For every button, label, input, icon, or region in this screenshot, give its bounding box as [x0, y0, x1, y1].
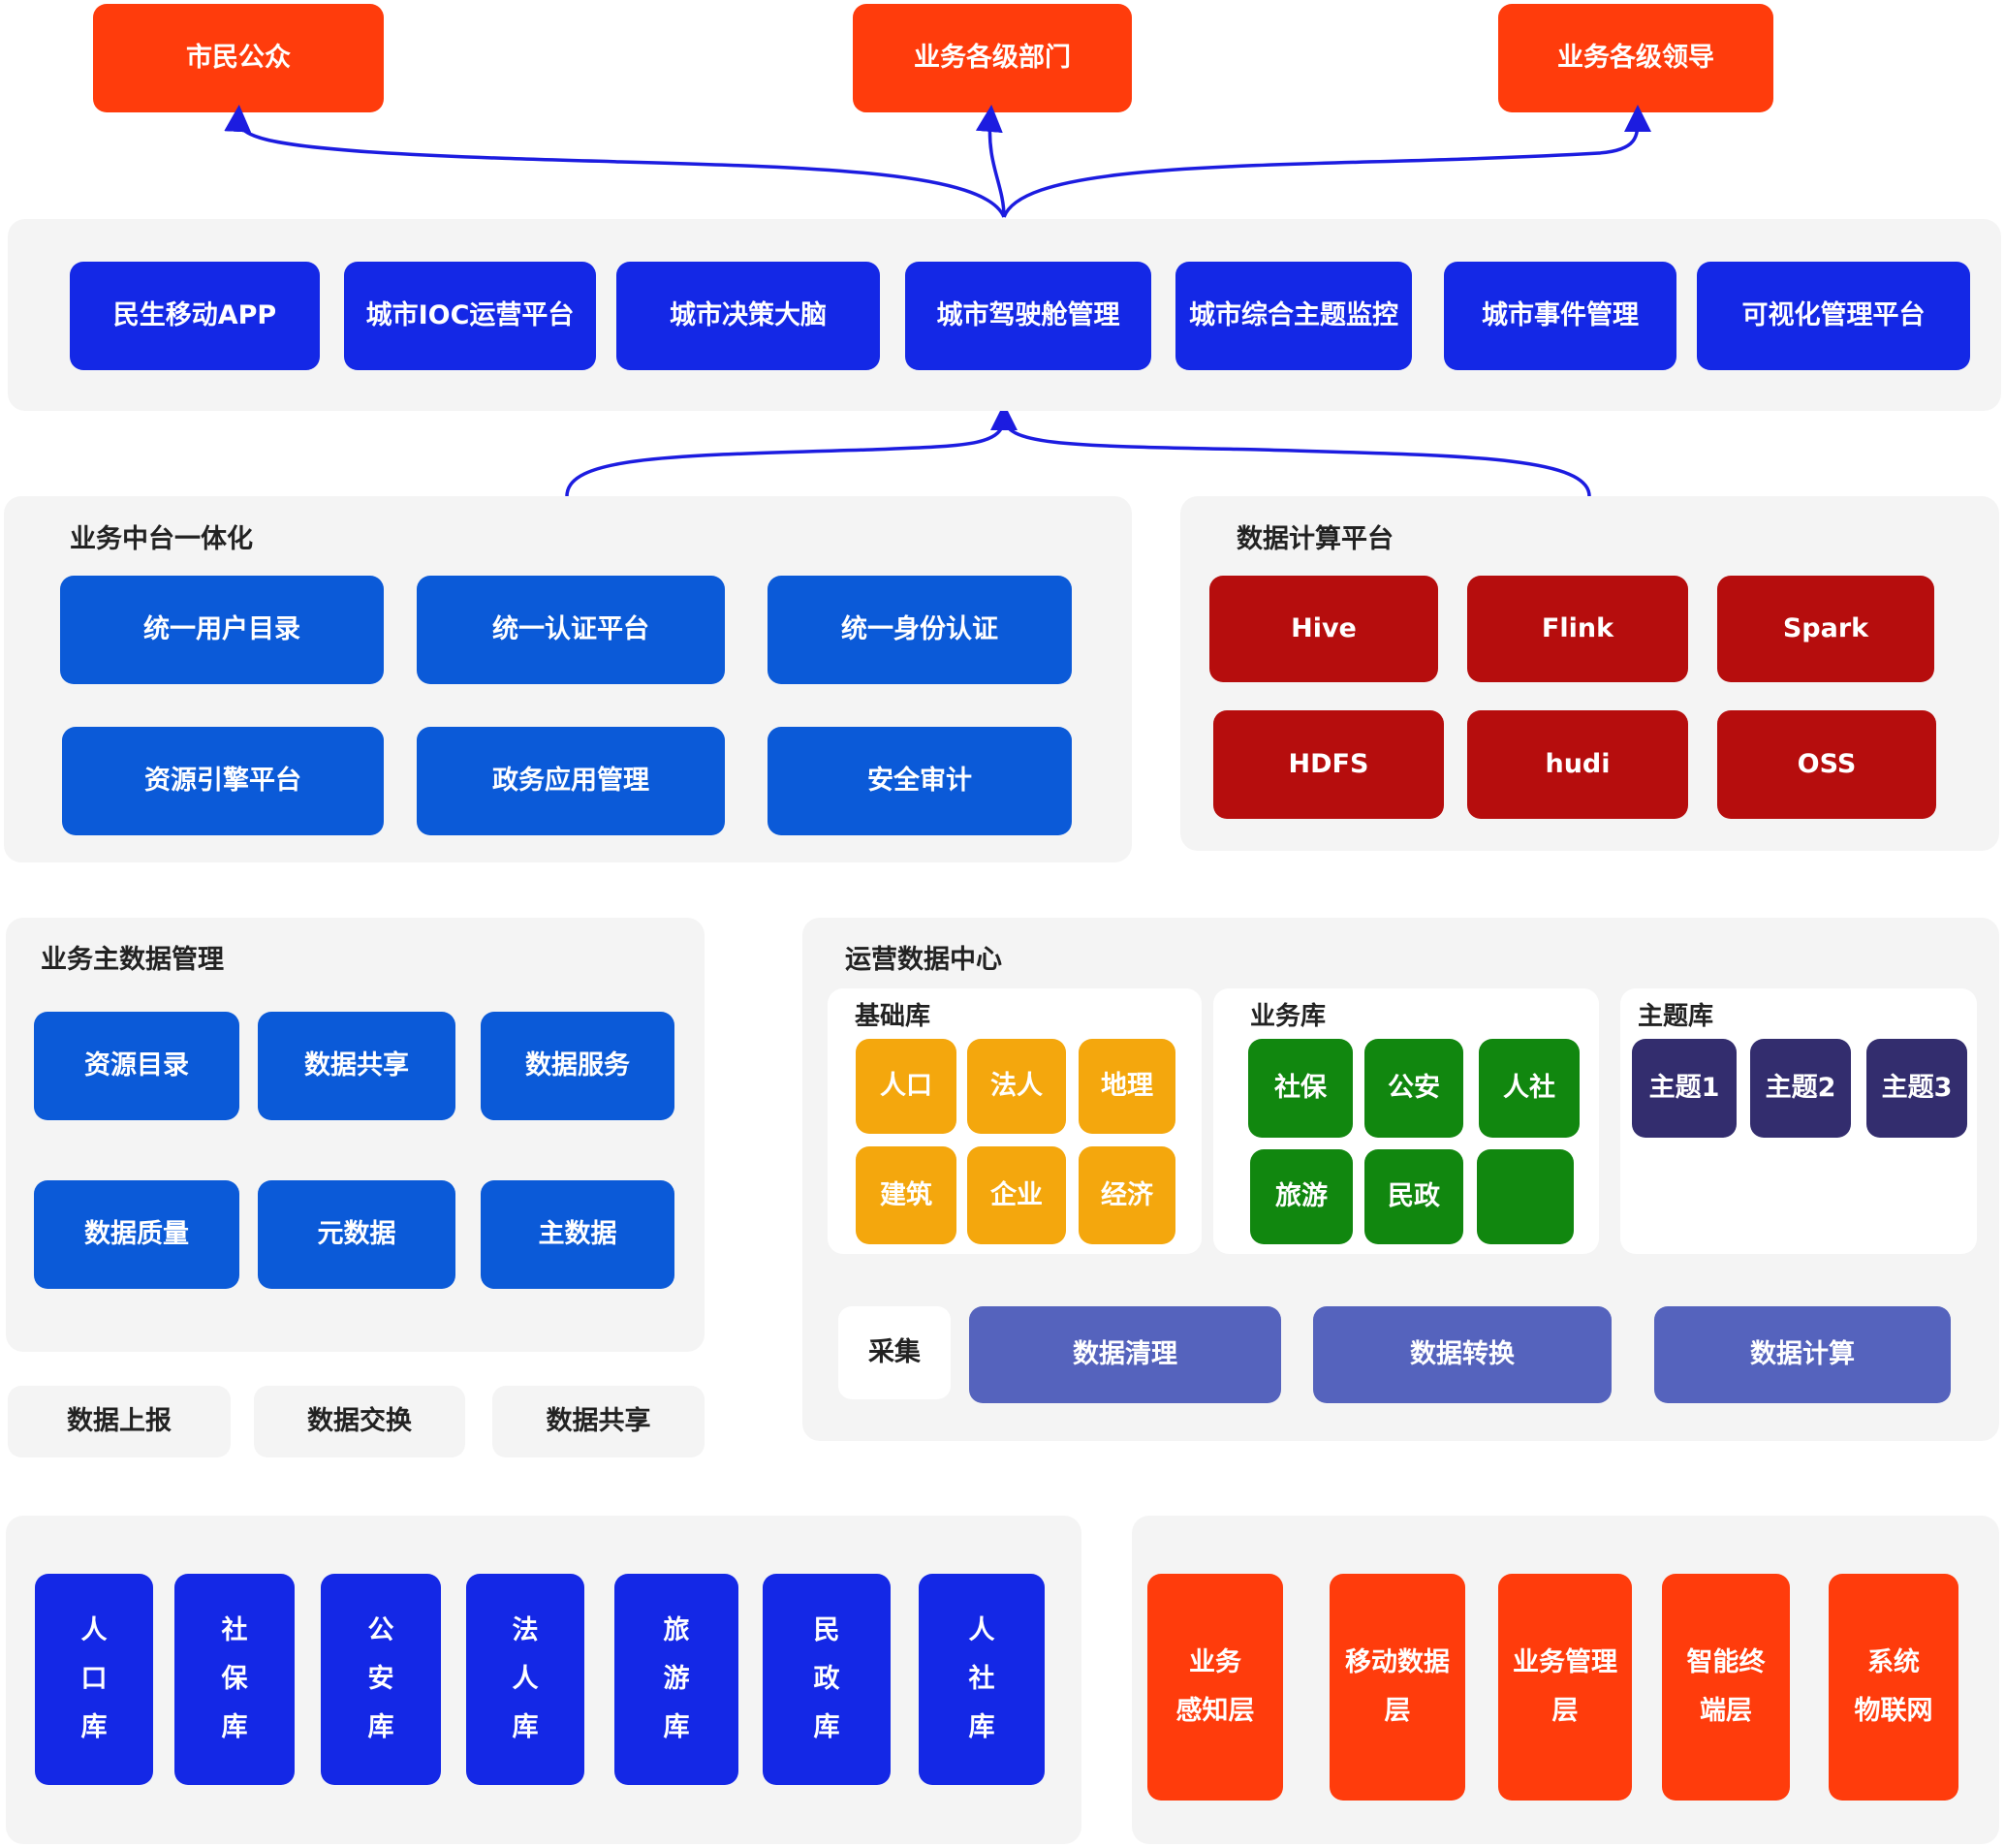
biz-empty-slot[interactable] [1477, 1149, 1574, 1244]
compute-hudi[interactable]: hudi [1467, 710, 1688, 819]
bp-resource-engine[interactable]: 资源引擎平台 [62, 727, 384, 835]
db-public-security[interactable]: 公 安 库 [321, 1574, 441, 1785]
user-citizens[interactable]: 市民公众 [93, 4, 384, 112]
base-legal-person[interactable]: 法人 [967, 1039, 1066, 1134]
layer-smart-terminal[interactable]: 智能终 端层 [1662, 1574, 1790, 1801]
pipeline-clean[interactable]: 数据清理 [969, 1306, 1281, 1403]
md-master-data[interactable]: 主数据 [481, 1180, 674, 1289]
biz-civil-affairs[interactable]: 民政 [1364, 1149, 1463, 1244]
db-civil-affairs[interactable]: 民 政 库 [763, 1574, 891, 1785]
arrow-to-citizens [224, 105, 1006, 218]
bp-unified-identity-auth[interactable]: 统一身份认证 [768, 576, 1072, 684]
biz-human-resources[interactable]: 人社 [1479, 1039, 1580, 1138]
md-resource-catalog[interactable]: 资源目录 [34, 1012, 239, 1120]
md-metadata[interactable]: 元数据 [258, 1180, 455, 1289]
user-departments[interactable]: 业务各级部门 [853, 4, 1132, 112]
db-population[interactable]: 人 口 库 [35, 1574, 153, 1785]
layer-system-iot[interactable]: 系统 物联网 [1829, 1574, 1958, 1801]
app-visualization-platform[interactable]: 可视化管理平台 [1697, 262, 1970, 370]
layer-business-perception[interactable]: 业务 感知层 [1147, 1574, 1283, 1801]
pipeline-collect[interactable]: 采集 [838, 1306, 951, 1399]
app-event-management[interactable]: 城市事件管理 [1444, 262, 1676, 370]
db-legal-person[interactable]: 法 人 库 [466, 1574, 584, 1785]
compute-hdfs[interactable]: HDFS [1213, 710, 1444, 819]
base-building[interactable]: 建筑 [856, 1146, 956, 1244]
exchange-share[interactable]: 数据共享 [492, 1386, 705, 1457]
theme-library-title: 主题库 [1638, 1002, 1714, 1031]
db-social-security[interactable]: 社 保 库 [174, 1574, 295, 1785]
business-platform-title: 业务中台一体化 [70, 524, 253, 554]
db-tourism[interactable]: 旅 游 库 [614, 1574, 738, 1785]
compute-platform-title: 数据计算平台 [1237, 524, 1394, 554]
theme-1[interactable]: 主题1 [1632, 1039, 1737, 1138]
app-cockpit-management[interactable]: 城市驾驶舱管理 [905, 262, 1151, 370]
exchange-report[interactable]: 数据上报 [8, 1386, 231, 1457]
arrow-to-departments [975, 105, 1006, 218]
master-data-title: 业务主数据管理 [41, 945, 224, 975]
arrow-from-compute-platform [1002, 416, 1591, 497]
business-library-title: 业务库 [1250, 1002, 1327, 1031]
compute-hive[interactable]: Hive [1209, 576, 1438, 682]
theme-3[interactable]: 主题3 [1866, 1039, 1967, 1138]
app-decision-brain[interactable]: 城市决策大脑 [616, 262, 880, 370]
bp-unified-auth-platform[interactable]: 统一认证平台 [417, 576, 725, 684]
user-leaders[interactable]: 业务各级领导 [1498, 4, 1773, 112]
pipeline-transform[interactable]: 数据转换 [1313, 1306, 1612, 1403]
base-enterprise[interactable]: 企业 [967, 1146, 1066, 1244]
base-economy[interactable]: 经济 [1079, 1146, 1175, 1244]
layer-business-management[interactable]: 业务管理 层 [1498, 1574, 1632, 1801]
app-livelihood-mobile[interactable]: 民生移动APP [70, 262, 320, 370]
compute-oss[interactable]: OSS [1717, 710, 1936, 819]
compute-flink[interactable]: Flink [1467, 576, 1688, 682]
md-data-service[interactable]: 数据服务 [481, 1012, 674, 1120]
md-data-quality[interactable]: 数据质量 [34, 1180, 239, 1289]
exchange-exchange[interactable]: 数据交换 [254, 1386, 465, 1457]
biz-tourism[interactable]: 旅游 [1250, 1149, 1353, 1244]
md-data-sharing[interactable]: 数据共享 [258, 1012, 455, 1120]
arrow-from-business-platform [565, 403, 1018, 497]
compute-spark[interactable]: Spark [1717, 576, 1934, 682]
pipeline-compute[interactable]: 数据计算 [1654, 1306, 1951, 1403]
app-theme-monitoring[interactable]: 城市综合主题监控 [1175, 262, 1412, 370]
bp-unified-user-directory[interactable]: 统一用户目录 [60, 576, 384, 684]
base-population[interactable]: 人口 [856, 1039, 956, 1134]
bp-gov-app-management[interactable]: 政务应用管理 [417, 727, 725, 835]
base-library-title: 基础库 [855, 1002, 931, 1031]
biz-public-security[interactable]: 公安 [1364, 1039, 1463, 1138]
base-geography[interactable]: 地理 [1079, 1039, 1175, 1134]
theme-2[interactable]: 主题2 [1750, 1039, 1851, 1138]
layer-mobile-data[interactable]: 移动数据 层 [1330, 1574, 1465, 1801]
db-human-resources[interactable]: 人 社 库 [919, 1574, 1045, 1785]
ops-center-title: 运营数据中心 [845, 945, 1002, 975]
app-ioc-operations[interactable]: 城市IOC运营平台 [344, 262, 596, 370]
bp-security-audit[interactable]: 安全审计 [768, 727, 1072, 835]
arrow-to-leaders [1002, 105, 1651, 218]
biz-social-security[interactable]: 社保 [1248, 1039, 1353, 1138]
